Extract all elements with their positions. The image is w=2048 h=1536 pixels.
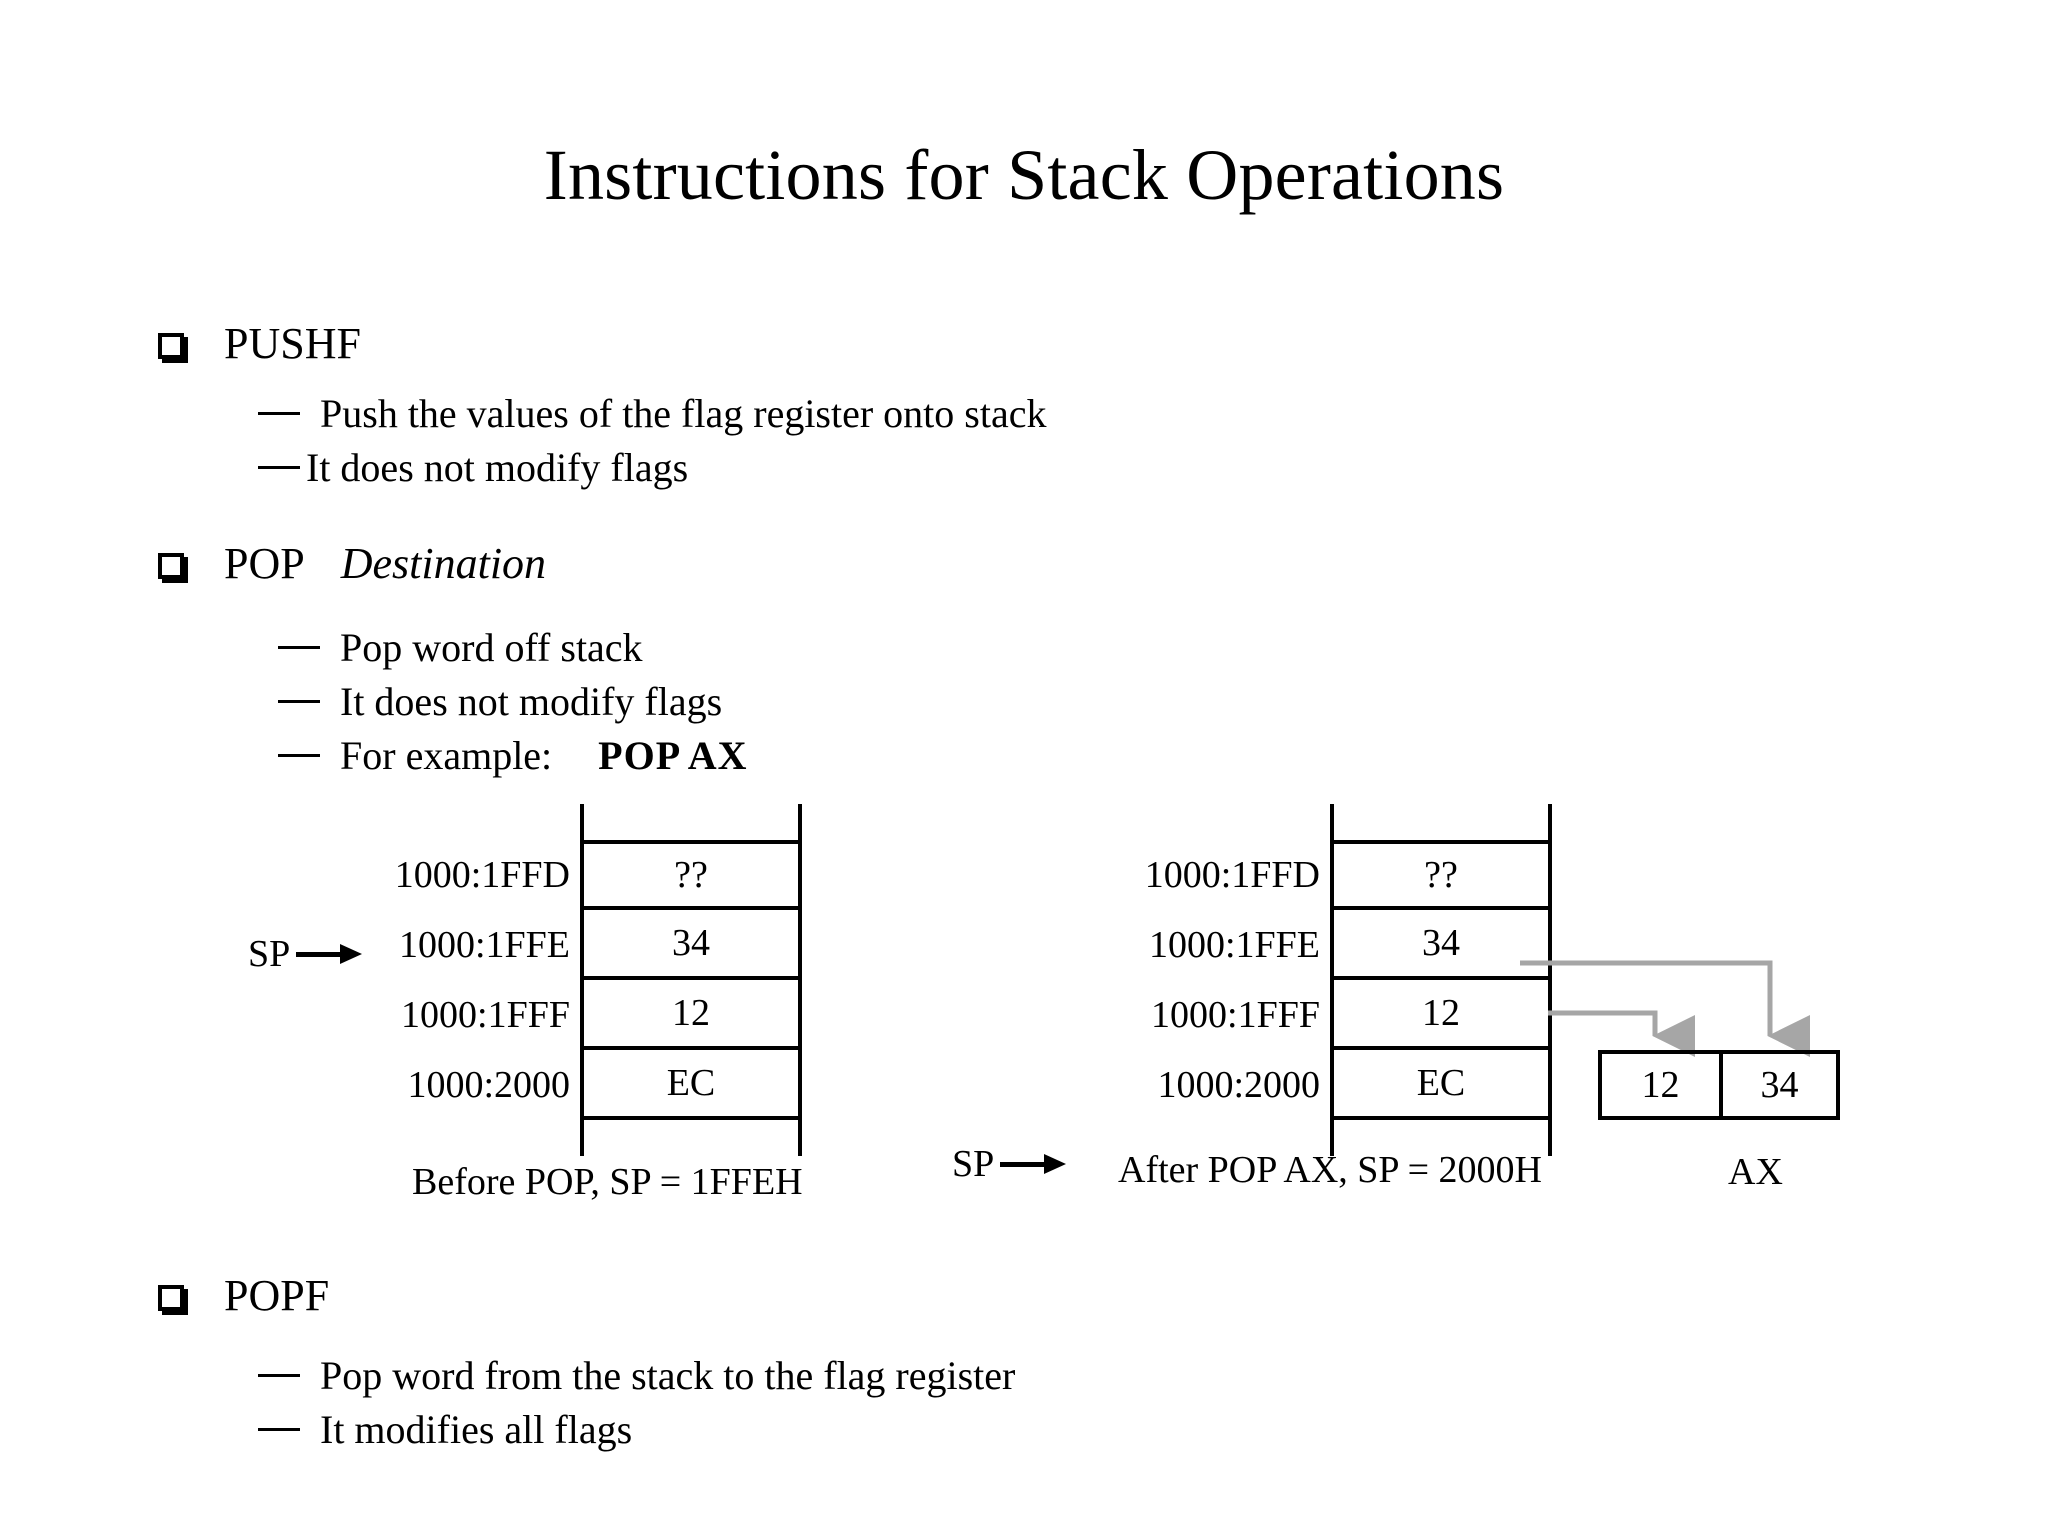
memory-value: ?? <box>1330 840 1552 910</box>
square-bullet-icon <box>158 332 184 359</box>
memory-address: 1000:2000 <box>1157 1064 1320 1106</box>
page-title: Instructions for Stack Operations <box>543 135 1505 215</box>
memory-address: 1000:1FFF <box>401 994 570 1036</box>
bullet-pop-label: POP <box>224 539 305 588</box>
connector-1ffe-to-ax-low <box>1520 960 1810 1057</box>
memory-value: 12 <box>580 980 802 1050</box>
stack-rail-bottom <box>1330 1120 1552 1156</box>
square-bullet-icon <box>158 1284 184 1311</box>
em-dash-icon <box>258 1440 304 1443</box>
sub-bullet-popf-1-label: Pop word from the stack to the flag regi… <box>320 1353 1016 1398</box>
ax-register-label: AX <box>1728 1151 1783 1193</box>
caption-after: After POP AX, SP = 2000H <box>1118 1149 1542 1191</box>
bullet-pushf-label: PUSHF <box>224 319 361 368</box>
pop-example-code: POP AX <box>598 733 748 778</box>
arrow-right-icon <box>296 944 363 964</box>
table-row: 1000:1FFF 12 <box>1080 980 1552 1050</box>
ax-low-byte: 34 <box>1719 1054 1836 1116</box>
ax-high-byte: 12 <box>1641 1064 1680 1106</box>
sub-bullet-pushf-1-label: Push the values of the flag register ont… <box>320 391 1047 436</box>
memory-value: 34 <box>1330 910 1552 980</box>
sub-bullet-popf-2-label: It modifies all flags <box>320 1407 633 1452</box>
sub-bullet-popf-2: It modifies all flags <box>258 1406 632 1453</box>
bullet-pop: POP Destination <box>158 538 546 589</box>
stack-rail-top <box>580 804 802 840</box>
memory-address: 1000:1FFE <box>1148 924 1320 966</box>
stack-rail-top <box>1330 804 1552 840</box>
em-dash-icon <box>258 478 304 481</box>
sp-pointer-after: SP <box>952 1142 1067 1186</box>
em-dash-icon <box>258 424 304 427</box>
bullet-popf-label: POPF <box>224 1271 330 1320</box>
memory-value: ?? <box>580 840 802 910</box>
connector-1fff-to-ax-high <box>1548 1010 1695 1057</box>
sp-label: SP <box>248 933 291 975</box>
memory-value: 12 <box>1330 980 1552 1050</box>
table-row: 1000:1FFF 12 <box>330 980 802 1050</box>
table-row: 1000:1FFE 34 <box>330 910 802 980</box>
sub-bullet-pushf-2: It does not modify flags <box>258 444 688 491</box>
sub-bullet-pop-2: It does not modify flags <box>278 678 722 725</box>
table-row: 1000:1FFD ?? <box>330 840 802 910</box>
ax-register-box: 12 34 <box>1598 1050 1840 1120</box>
sp-label: SP <box>952 1143 995 1185</box>
memory-address: 1000:2000 <box>407 1064 570 1106</box>
arrow-right-icon <box>1000 1154 1067 1174</box>
square-bullet-icon <box>158 552 184 579</box>
em-dash-icon <box>278 766 324 769</box>
sub-bullet-pop-1-label: Pop word off stack <box>340 625 643 670</box>
memory-table-before: 1000:1FFD ?? 1000:1FFE 34 1000:1FFF 12 1… <box>330 804 802 1156</box>
em-dash-icon <box>258 1386 304 1389</box>
table-row: 1000:1FFD ?? <box>1080 840 1552 910</box>
stack-rail-bottom <box>580 1120 802 1156</box>
memory-address: 1000:1FFD <box>1144 854 1320 896</box>
sub-bullet-pop-2-label: It does not modify flags <box>340 679 723 724</box>
memory-value: EC <box>1330 1050 1552 1120</box>
memory-value: EC <box>580 1050 802 1120</box>
sp-pointer-before: SP <box>248 932 363 976</box>
em-dash-icon <box>278 712 324 715</box>
sub-bullet-pop-3-label: For example: <box>340 733 553 778</box>
table-row: 1000:2000 EC <box>330 1050 802 1120</box>
bullet-pushf: PUSHF <box>158 318 361 369</box>
caption-before: Before POP, SP = 1FFEH <box>412 1161 803 1203</box>
sub-bullet-pushf-2-label: It does not modify flags <box>306 445 689 490</box>
table-row: 1000:2000 EC <box>1080 1050 1552 1120</box>
memory-table-after: 1000:1FFD ?? 1000:1FFE 34 1000:1FFF 12 1… <box>1080 804 1552 1156</box>
sub-bullet-popf-1: Pop word from the stack to the flag regi… <box>258 1352 1015 1399</box>
table-row: 1000:1FFE 34 <box>1080 910 1552 980</box>
bullet-pop-operand: Destination <box>340 539 547 588</box>
em-dash-icon <box>278 658 324 661</box>
memory-address: 1000:1FFD <box>394 854 570 896</box>
bullet-popf: POPF <box>158 1270 329 1321</box>
memory-address: 1000:1FFF <box>1151 994 1320 1036</box>
memory-value: 34 <box>580 910 802 980</box>
sub-bullet-pop-3: For example: POP AX <box>278 732 748 779</box>
sub-bullet-pushf-1: Push the values of the flag register ont… <box>258 390 1046 437</box>
memory-address: 1000:1FFE <box>398 924 570 966</box>
sub-bullet-pop-1: Pop word off stack <box>278 624 643 671</box>
